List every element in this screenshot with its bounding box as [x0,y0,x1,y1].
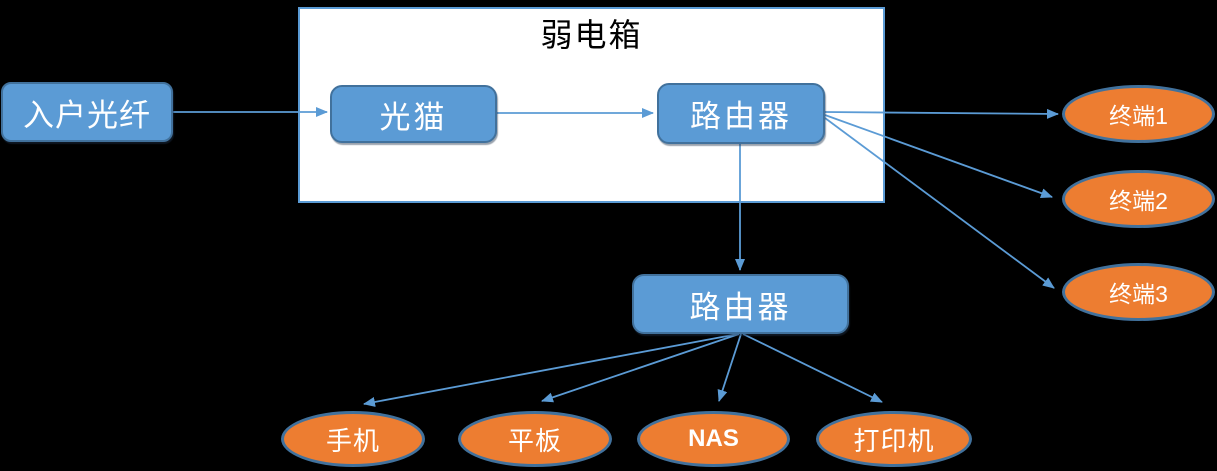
router-secondary-node: 路由器 [632,274,849,334]
nas-node: NAS [637,411,790,467]
nas-node-label: NAS [688,425,739,452]
terminal2-node-label: 终端2 [1109,188,1168,214]
terminal2-node: 终端2 [1062,170,1215,228]
edge-router2-to-printer [742,333,883,403]
modem-node: 光猫 [330,85,497,143]
terminal3-node: 终端3 [1062,263,1215,321]
fiber-node-label: 入户光纤 [23,97,151,133]
edge-router2-to-nas [717,333,742,402]
tablet-node-label: 平板 [507,426,562,456]
tablet-node: 平板 [458,411,612,467]
fiber-node: 入户光纤 [1,82,173,142]
phone-node: 手机 [281,411,425,467]
phone-node-label: 手机 [325,426,380,456]
terminal1-node-label: 终端1 [1109,103,1168,129]
edge-router2-to-tablet [541,333,740,403]
weak-current-box-title: 弱电箱 [540,17,643,53]
terminal1-node: 终端1 [1062,85,1215,143]
router-main-node: 路由器 [657,83,825,144]
edge-router2-to-phone [363,333,739,407]
router-secondary-node-label: 路由器 [689,289,792,325]
printer-node-label: 打印机 [853,426,935,456]
printer-node: 打印机 [816,411,972,467]
router-main-node-label: 路由器 [690,99,792,134]
terminal3-node-label: 终端3 [1109,281,1168,307]
modem-node-label: 光猫 [379,99,448,135]
